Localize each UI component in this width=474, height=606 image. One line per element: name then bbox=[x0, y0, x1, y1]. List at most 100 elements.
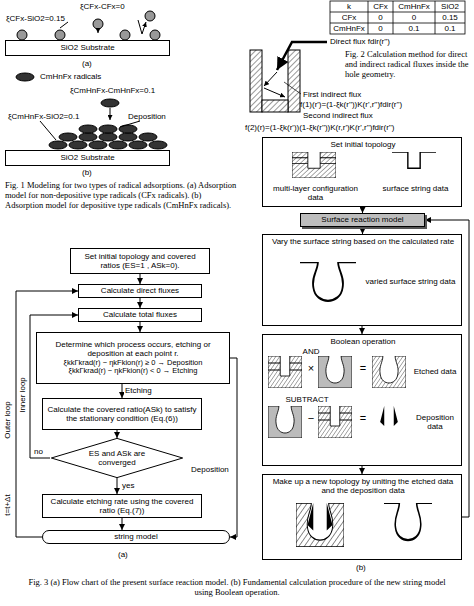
figure-label: (b) bbox=[82, 168, 102, 177]
string-figures bbox=[300, 262, 356, 301]
node-text: Determine which process occurs, etching … bbox=[41, 340, 225, 359]
node-subtext: AND bbox=[291, 347, 331, 356]
flow-arrow bbox=[362, 326, 363, 334]
node-subtext: multi-layer configuration data bbox=[268, 184, 363, 203]
flow-arrow bbox=[140, 298, 141, 308]
cmhnfx-deposition-figure bbox=[49, 141, 67, 149]
flow-arrow bbox=[117, 478, 118, 494]
node-text: Calculate total fluxes bbox=[83, 310, 197, 319]
figure-label: ξCmHnFx-CmHnFx=0.1 bbox=[70, 86, 180, 95]
figure-label: ξCFx-SiO2=0.15 bbox=[6, 14, 96, 23]
flow-arrow bbox=[122, 384, 123, 398]
string-figures bbox=[268, 406, 302, 438]
node-subtext: = bbox=[355, 362, 371, 375]
cmhnfx-deposition-figure bbox=[89, 141, 107, 149]
node-subtext: ξkkΓkrad(r) − ηkFkion(r) ≥ 0 → Depositio… bbox=[41, 359, 225, 368]
cfx-adsorption-figure bbox=[150, 30, 160, 40]
hole-geometry bbox=[262, 100, 288, 112]
node-text: Boolean operation bbox=[263, 337, 463, 346]
cmhnfx-deposition-figure bbox=[139, 133, 157, 141]
figure-label: ξCmHnFx-SiO2=0.1 bbox=[8, 112, 98, 121]
flux-formula: f(2)(r)=(1-ξk(r'))(1-ξk(r''))K(r,r')K(r'… bbox=[245, 123, 473, 132]
cmhnfx-deposition-figure bbox=[99, 133, 117, 141]
cfx-adsorption-figure bbox=[98, 30, 99, 33]
table-cell: 0.15 bbox=[435, 13, 465, 23]
process-box: Calculate direct fluxes bbox=[78, 284, 202, 298]
cmhnfx-deposition-figure bbox=[99, 125, 117, 133]
node-subtext: = bbox=[355, 412, 371, 425]
process-box: Calculate etching rate using the covered… bbox=[42, 494, 202, 518]
node-text: Calculate direct fluxes bbox=[83, 286, 197, 295]
flux-formula: First indirect flux bbox=[303, 90, 463, 99]
string-figures bbox=[318, 406, 352, 438]
table-cell: CmHnFx bbox=[330, 24, 368, 34]
edge-label: Deposition bbox=[190, 465, 230, 474]
table-cell: 0.1 bbox=[393, 24, 435, 34]
node-text: Surface reaction model bbox=[305, 215, 420, 224]
process-box: Calculate the covered ratio(ASk) to sati… bbox=[42, 398, 202, 430]
step-panel: Set initial topologymulti-layer configur… bbox=[262, 137, 462, 207]
string-figures bbox=[318, 356, 352, 388]
cmhnfx-deposition-figure bbox=[16, 73, 34, 81]
node-subtext: SUBTRACT bbox=[277, 395, 337, 404]
node-text: Calculate etching rate using the covered… bbox=[47, 497, 197, 516]
node-text: string model bbox=[47, 532, 225, 541]
string-figures bbox=[380, 406, 398, 426]
string-figures bbox=[308, 503, 333, 531]
cmhnfx-deposition-figure bbox=[110, 108, 111, 120]
hole-geometry bbox=[277, 42, 327, 70]
node-subtext: Deposition data bbox=[409, 413, 461, 432]
substrate-box: SiO2 Substrate bbox=[5, 150, 170, 166]
figure-caption: Fig. 1 Modeling for two types of radical… bbox=[5, 180, 237, 210]
table-cell: 0 bbox=[368, 13, 393, 23]
figure-label: (a) bbox=[118, 550, 138, 559]
cmhnfx-deposition-figure bbox=[59, 133, 77, 141]
figure-caption: Fig. 2 Calculation method for direct and… bbox=[345, 49, 470, 79]
figure-label: Deposition bbox=[128, 112, 178, 121]
edge-label: Etching bbox=[124, 386, 153, 395]
process-box: Set initial topology and covered ratios … bbox=[70, 248, 210, 274]
figure-label: ξCFx-CFx=0 bbox=[80, 2, 180, 11]
node-subtext: − bbox=[303, 412, 319, 425]
flow-arrow bbox=[117, 430, 118, 438]
hole-geometry bbox=[284, 82, 301, 94]
step-panel: Make up a new topology by uniting the et… bbox=[262, 474, 462, 560]
table-cell: CFx bbox=[368, 2, 393, 12]
edge-label: t=t+Δt bbox=[3, 493, 12, 516]
cmhnfx-deposition-figure bbox=[16, 73, 167, 149]
diamond-outline bbox=[51, 438, 182, 477]
string-figures bbox=[384, 503, 432, 540]
table-cell: k bbox=[330, 2, 368, 12]
table-cell: SiO2 bbox=[435, 2, 465, 12]
process-box: Calculate total fluxes bbox=[78, 308, 202, 322]
coefficient-table bbox=[330, 1, 465, 34]
flux-formula: f(1)(r')=(1-ξk(r''))K(r',r'')fdir(r'') bbox=[300, 100, 472, 109]
node-text: Vary the surface string based on the cal… bbox=[268, 237, 458, 246]
cmhnfx-deposition-figure bbox=[79, 133, 97, 141]
node-text: Calculate the covered ratio(ASk) to sati… bbox=[47, 405, 197, 424]
step-panel: Boolean operationAND×=Etched dataSUBTRAC… bbox=[262, 334, 462, 466]
hole-geometry bbox=[288, 50, 300, 112]
hole-geometry bbox=[250, 50, 262, 112]
table-cell: 0 bbox=[393, 13, 435, 23]
flow-arrow bbox=[362, 466, 363, 474]
edge-label: yes bbox=[121, 481, 135, 490]
step-panel: Vary the surface string based on the cal… bbox=[262, 234, 462, 326]
flow-arrow bbox=[140, 274, 141, 284]
string-figures bbox=[392, 152, 436, 168]
cmhnfx-deposition-figure bbox=[149, 141, 167, 149]
flow-arrow bbox=[140, 322, 141, 332]
flow-arrow bbox=[362, 227, 363, 234]
node-text: SiO2 Substrate bbox=[10, 43, 165, 52]
figure-label: (a) bbox=[82, 59, 102, 68]
edge-label: no bbox=[33, 447, 44, 456]
figure-label: (b) bbox=[356, 563, 376, 572]
node-text: SiO2 Substrate bbox=[10, 153, 165, 162]
hole-geometry bbox=[264, 88, 285, 97]
substrate-box: SiO2 Substrate bbox=[5, 40, 170, 56]
string-figures bbox=[296, 503, 344, 547]
process-box: Determine which process occurs, etching … bbox=[36, 332, 230, 384]
loop-label: Inner loop bbox=[18, 377, 27, 413]
node-text: Set initial topology and covered ratios … bbox=[75, 252, 205, 271]
string-figures bbox=[268, 356, 302, 388]
